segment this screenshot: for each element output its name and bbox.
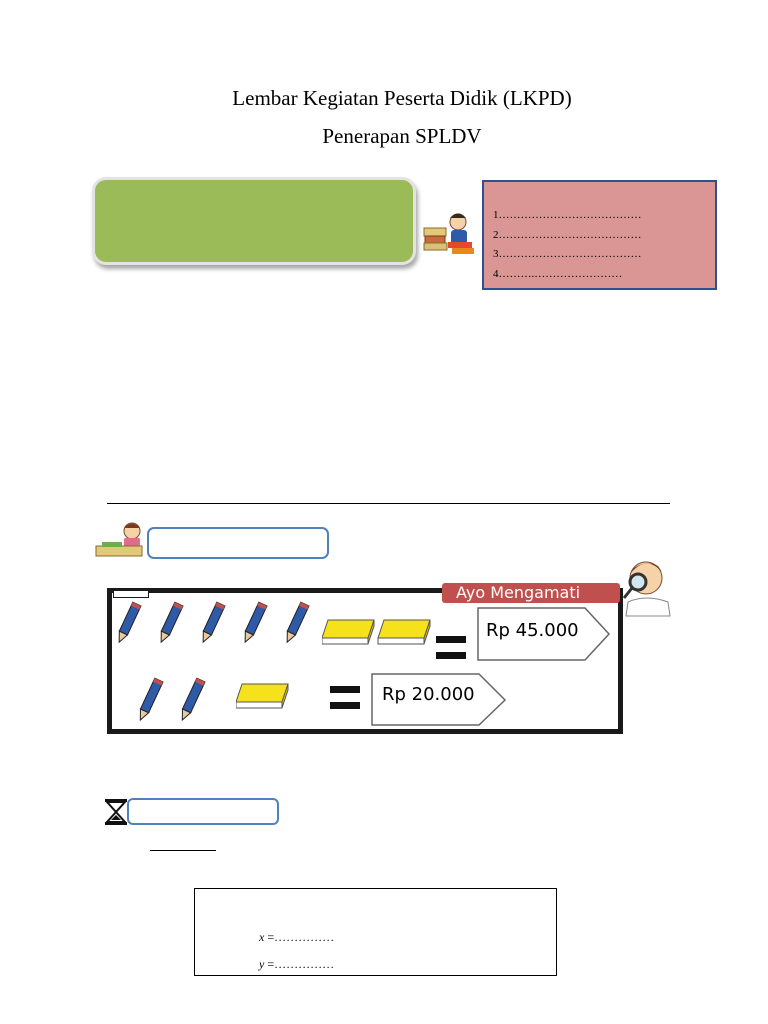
price-tag-icon	[477, 607, 611, 661]
green-heading-box	[92, 177, 416, 265]
book-icon	[322, 619, 375, 645]
row1-pencils	[118, 601, 310, 644]
answer-y-line: y =……………	[259, 957, 334, 972]
price-tag-icon	[371, 673, 507, 726]
row1-price: Rp 45.000	[486, 620, 579, 641]
pencil-icon	[160, 601, 184, 644]
pencil-icon	[202, 601, 226, 644]
answer-x-blank: =……………	[267, 930, 335, 944]
hourglass-icon	[104, 799, 128, 825]
objectives-box: 1………………………………… 2………………………………… 3…………………………	[482, 180, 717, 290]
section-divider	[107, 503, 670, 504]
answer-x-line: x =……………	[259, 930, 334, 945]
answer-x-variable: x	[259, 930, 265, 944]
boy-magnifier-icon	[622, 561, 671, 617]
short-underline	[150, 850, 216, 851]
pencil-icon	[139, 677, 164, 722]
equals-icon	[330, 686, 360, 709]
row2-price: Rp 20.000	[382, 684, 475, 705]
objective-item: 1…………………………………	[493, 209, 642, 221]
student-reading-icon	[423, 213, 474, 254]
page-title: Lembar Kegiatan Peserta Didik (LKPD)	[232, 86, 572, 110]
section-label-box-2	[127, 798, 279, 825]
student-writing-icon	[95, 522, 143, 557]
row2-pencils	[139, 677, 206, 722]
frame-tab	[113, 590, 149, 598]
equals-icon	[436, 636, 466, 659]
objective-item: 3…………………………………	[493, 248, 642, 260]
pencil-icon	[244, 601, 268, 644]
pencil-icon	[286, 601, 310, 644]
pencil-icon	[118, 601, 142, 644]
answer-y-blank: =……………	[267, 957, 335, 971]
ayo-mengamati-banner: Ayo Mengamati	[442, 583, 620, 603]
book-icon	[377, 619, 431, 645]
row1-books	[322, 619, 431, 645]
objective-item: 2…………………………………	[493, 228, 642, 241]
objective-item: 4……….……………………	[493, 267, 623, 280]
book-icon	[236, 683, 289, 709]
pencil-icon	[181, 677, 206, 722]
page-subtitle: Penerapan SPLDV	[322, 124, 482, 148]
section-label-box	[147, 527, 329, 559]
answer-y-variable: y	[259, 957, 265, 971]
answer-box	[194, 888, 557, 976]
